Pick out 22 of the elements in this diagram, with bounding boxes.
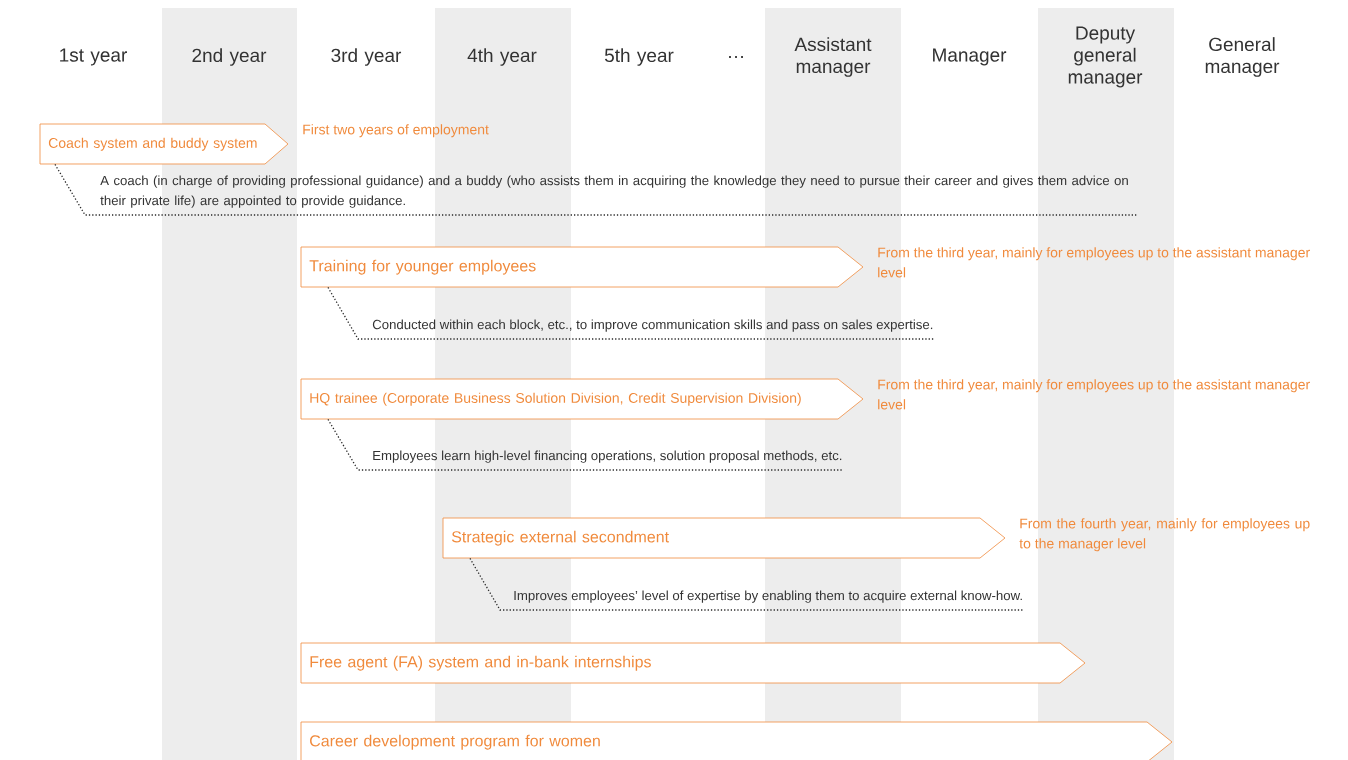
column-header: … <box>729 56 743 58</box>
column-header: 3rd year <box>331 48 402 66</box>
column-header: 4th year <box>467 48 537 66</box>
column-header: Deputy general manager <box>1068 26 1143 88</box>
period-note: From the third year, mainly for employees up to the assistant manager level <box>878 247 1310 278</box>
description-text: Employees learn high-level financing operations, solution proposal methods, etc. <box>373 450 842 463</box>
period-note: First two years of employment <box>303 124 489 138</box>
column-header: 1st year <box>60 48 127 66</box>
column-header: 2nd year <box>192 48 267 66</box>
description-text: Improves employees’ level of expertise by enabling them to acquire external know-how. <box>514 590 1022 603</box>
description-text: Conducted within each block, etc., to improve communication skills and pass on sales expertise. <box>372 319 933 332</box>
column-header: 5th year <box>604 48 674 66</box>
leader-line <box>327 418 844 471</box>
leader-line <box>327 286 935 340</box>
leader-line <box>469 557 1024 611</box>
period-note: From the fourth year, mainly for employees up to the manager level <box>1019 518 1310 552</box>
column-header: Manager <box>933 48 1007 66</box>
period-note: From the third year, mainly for employees up to the assistant manager level <box>878 379 1310 410</box>
column-header: Assistant manager <box>794 37 872 77</box>
leader-line <box>54 163 1138 216</box>
description-text: A coach (in charge of providing professional guidance) and a buddy (who assists them in acquiring the knowledge they need to pursue their career and gives them advice on their private life) are appointed to provide guidance. <box>100 175 1128 208</box>
column-header: General manager <box>1205 37 1280 77</box>
